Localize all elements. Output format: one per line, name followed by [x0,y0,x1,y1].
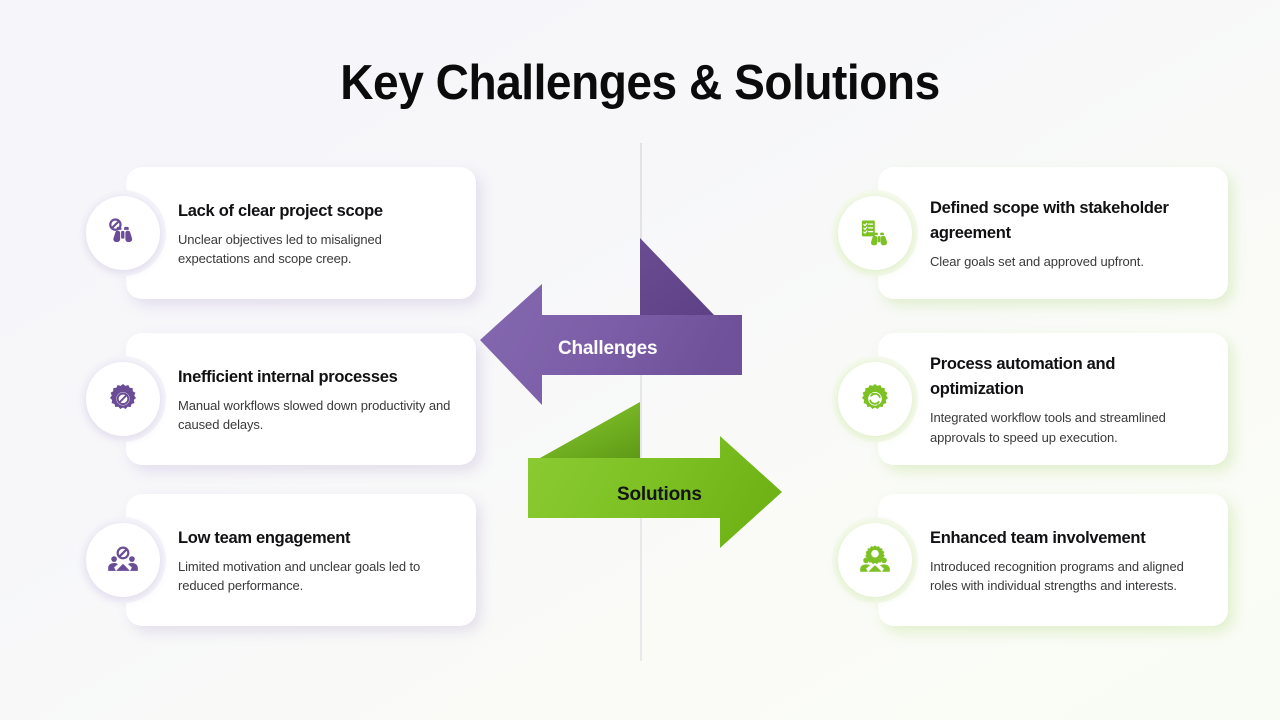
solutions-arrow-fold [540,402,640,458]
team-blocked-icon [86,523,160,597]
arrows-group: Challenges Solutions [470,230,810,570]
gear-blocked-icon [86,362,160,436]
challenge-description-3: Limited motivation and unclear goals led… [178,558,421,594]
solutions-column: Defined scope with stakeholder agreement… [640,0,1280,720]
challenges-arrow-label: Challenges [558,338,658,359]
page-title: Key Challenges & Solutions [340,56,940,110]
solution-description-1: Clear goals set and approved upfront. [930,253,1144,269]
solutions-arrow-label: Solutions [617,484,702,505]
challenges-column: Lack of clear project scope Unclear obje… [86,167,556,626]
challenge-card-1[interactable]: Lack of clear project scope Unclear obje… [126,167,476,299]
gear-refresh-icon [838,362,912,436]
challenge-description-2: Manual workflows slowed down productivit… [178,397,451,433]
challenge-title-1: Lack of clear project scope [178,200,383,220]
solution-card-3[interactable]: Enhanced team involvement Introduced rec… [878,494,1228,626]
solution-title-2: Process automation and optimization [930,354,1116,398]
challenge-item-3[interactable]: Low team engagement Limited motivation a… [86,494,556,626]
solution-card-2[interactable]: Process automation and optimization Inte… [878,333,1228,465]
checklist-binoculars-icon [838,196,912,270]
solution-description-3: Introduced recognition programs and alig… [930,558,1184,594]
solution-item-3[interactable]: Enhanced team involvement Introduced rec… [838,494,1280,626]
challenge-title-3: Low team engagement [178,527,351,547]
challenge-item-2[interactable]: Inefficient internal processes Manual wo… [86,333,556,465]
solution-description-2: Integrated workflow tools and streamline… [930,410,1166,445]
solution-item-2[interactable]: Process automation and optimization Inte… [838,333,1280,465]
challenges-arrow-body [480,284,742,405]
solution-item-1[interactable]: Defined scope with stakeholder agreement… [838,167,1280,299]
binoculars-blocked-icon [86,196,160,270]
solution-title-1: Defined scope with stakeholder agreement [930,197,1169,242]
challenge-item-1[interactable]: Lack of clear project scope Unclear obje… [86,167,556,299]
challenge-description-1: Unclear objectives led to misaligned exp… [178,231,382,267]
solution-title-3: Enhanced team involvement [930,527,1146,547]
challenge-title-2: Inefficient internal processes [178,366,398,386]
challenge-card-3[interactable]: Low team engagement Limited motivation a… [126,494,476,626]
team-gear-icon [838,523,912,597]
center-divider [640,143,642,661]
solutions-arrow-body [528,436,782,548]
challenge-card-2[interactable]: Inefficient internal processes Manual wo… [126,333,476,465]
solution-card-1[interactable]: Defined scope with stakeholder agreement… [878,167,1228,299]
